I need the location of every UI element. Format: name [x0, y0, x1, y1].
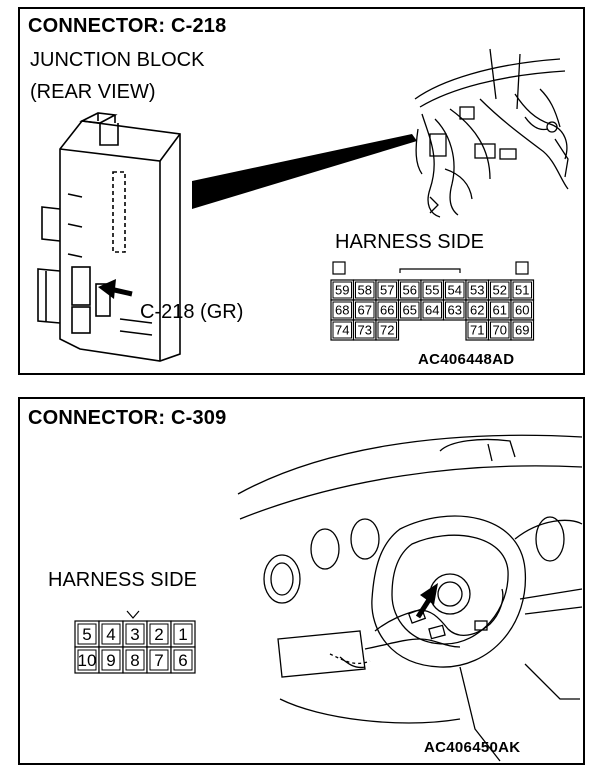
- harness-side-label: HARNESS SIDE: [48, 569, 197, 591]
- pin-number: 53: [470, 283, 484, 298]
- pin-cell: 64: [420, 299, 445, 321]
- pin-number: 74: [335, 323, 349, 338]
- pin-number: 66: [380, 303, 394, 318]
- pin-cell: 66: [375, 299, 400, 321]
- component-name: JUNCTION BLOCK: [30, 49, 205, 71]
- pin-number: 64: [425, 303, 439, 318]
- pin-number: 59: [335, 283, 349, 298]
- pin-number: 10: [78, 651, 97, 670]
- pin-number: 63: [448, 303, 462, 318]
- pin-number: 67: [358, 303, 372, 318]
- pin-number: 58: [358, 283, 372, 298]
- panel-title: CONNECTOR: C-309: [28, 407, 227, 429]
- connector-c309-panel: CONNECTOR: C-309: [18, 397, 585, 765]
- pin-number: 6: [178, 651, 187, 670]
- pin-cell: 2: [146, 620, 172, 648]
- pin-cell: 67: [352, 299, 377, 321]
- pin-cell: 3: [122, 620, 148, 648]
- pin-cell: 70: [487, 319, 512, 341]
- pin-number: 51: [515, 283, 529, 298]
- pin-number: 62: [470, 303, 484, 318]
- view-note: (REAR VIEW): [30, 81, 156, 103]
- pin-cell: 65: [397, 299, 422, 321]
- c218-pin-grid: 59 58 57 56 55 54 53 52 51 68 67 66 65 64 63 62 61 60 74 73…: [330, 279, 535, 341]
- pin-number: 4: [106, 625, 115, 644]
- pin-number: 60: [515, 303, 529, 318]
- pin-cell: 6: [170, 646, 196, 674]
- pin-cell: 74: [330, 319, 355, 341]
- pin-cell: 53: [465, 279, 490, 301]
- pin-cell: 72: [375, 319, 400, 341]
- pin-cell: 51: [510, 279, 535, 301]
- panel-title: CONNECTOR: C-218: [28, 15, 227, 37]
- pin-cell: 4: [98, 620, 124, 648]
- pin-number: 73: [358, 323, 372, 338]
- pin-cell: 57: [375, 279, 400, 301]
- pin-cell: 73: [352, 319, 377, 341]
- pin-cell: 58: [352, 279, 377, 301]
- pin-cell: 10: [74, 646, 100, 674]
- pin-number: 1: [178, 625, 187, 644]
- pin-number: 56: [403, 283, 417, 298]
- pin-cell: 52: [487, 279, 512, 301]
- pin-number: 70: [493, 323, 507, 338]
- pin-number: 72: [380, 323, 394, 338]
- connector-callout: C-218 (GR): [140, 301, 244, 323]
- harness-side-label: HARNESS SIDE: [335, 231, 484, 253]
- pin-cell: 1: [170, 620, 196, 648]
- pin-number: 3: [130, 625, 139, 644]
- figure-code: AC406448AD: [418, 351, 515, 368]
- pin-cell: 54: [442, 279, 467, 301]
- dashboard-steering-illustration: [126, 434, 583, 762]
- pin-number: 71: [470, 323, 484, 338]
- pin-number: 9: [106, 651, 115, 670]
- pin-cell: 71: [465, 319, 490, 341]
- figure-code: AC406450AK: [424, 739, 521, 756]
- pin-cell: 68: [330, 299, 355, 321]
- pin-cell: 56: [397, 279, 422, 301]
- pin-cell: 61: [487, 299, 512, 321]
- pin-number: 55: [425, 283, 439, 298]
- pin-cell: 8: [122, 646, 148, 674]
- pin-cell: 59: [330, 279, 355, 301]
- pin-number: 61: [493, 303, 507, 318]
- connector-c218-panel: CONNECTOR: C-218 JUNCTION BLOCK (REAR VI…: [18, 7, 585, 375]
- pin-cell: 55: [420, 279, 445, 301]
- pin-number: 52: [493, 283, 507, 298]
- pin-number: 54: [448, 283, 462, 298]
- pin-cell: 62: [465, 299, 490, 321]
- pin-number: 65: [403, 303, 417, 318]
- pin-cell: 60: [510, 299, 535, 321]
- pin-number: 68: [335, 303, 349, 318]
- junction-block-illustration: [37, 48, 569, 362]
- pin-number: 69: [515, 323, 529, 338]
- pin-cell: 69: [510, 319, 535, 341]
- pin-number: 57: [380, 283, 394, 298]
- pin-number: 2: [154, 625, 163, 644]
- pin-cell: 63: [442, 299, 467, 321]
- pin-cell: 9: [98, 646, 124, 674]
- pin-number: 5: [82, 625, 91, 644]
- pin-cell: 7: [146, 646, 172, 674]
- pin-cell: 5: [74, 620, 100, 648]
- pin-number: 8: [130, 651, 139, 670]
- pin-number: 7: [154, 651, 163, 670]
